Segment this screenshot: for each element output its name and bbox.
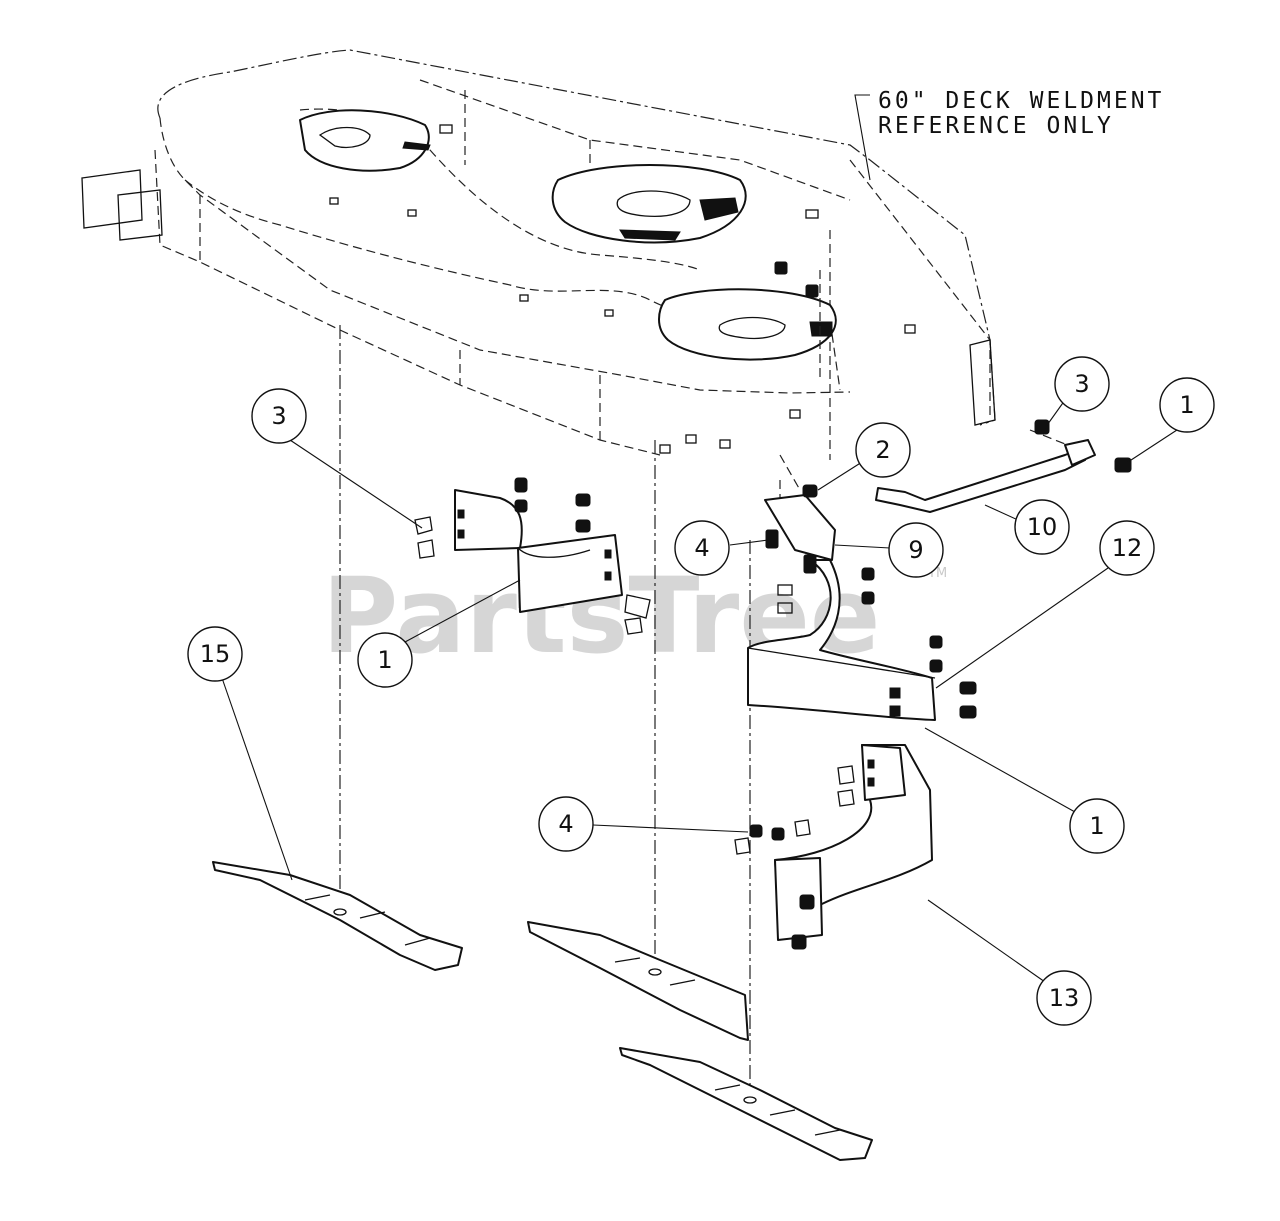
callout-3-top-right: 3 (1044, 356, 1110, 429)
left-chute-bracket (414, 477, 651, 635)
right-chute-band (747, 484, 977, 721)
spindle-plate-center (551, 164, 747, 244)
callout-15: 15 (187, 626, 293, 881)
callout-label: 4 (558, 810, 573, 838)
callout-label: 9 (908, 536, 923, 564)
reference-note-line2: REFERENCE ONLY (878, 113, 1114, 139)
deflector-rod (875, 419, 1132, 513)
reference-note: 60" DECK WELDMENT REFERENCE ONLY (854, 88, 1164, 181)
callout-label: 10 (1027, 513, 1058, 541)
lower-discharge-band (734, 744, 933, 950)
callout-label: 3 (271, 402, 286, 430)
callout-1-right-lower: 1 (924, 727, 1125, 854)
callout-label: 1 (1179, 391, 1194, 419)
callout-2: 2 (817, 422, 911, 491)
callout-4-lower: 4 (538, 796, 749, 852)
callout-label: 13 (1049, 984, 1080, 1012)
callout-label: 4 (694, 534, 709, 562)
callout-label: 1 (377, 646, 392, 674)
spindle-plate-right (658, 288, 837, 361)
callout-11: 1 (357, 579, 521, 688)
callout-label: 3 (1074, 370, 1089, 398)
callout-13: 13 (927, 899, 1092, 1026)
reference-note-line1: 60" DECK WELDMENT (878, 88, 1164, 114)
callout-1-top-right: 1 (1127, 377, 1215, 463)
callout-12: 12 (935, 520, 1155, 689)
callout-4-mid: 4 (674, 520, 769, 576)
callout-10: 10 (984, 499, 1070, 555)
callout-label: 12 (1112, 534, 1143, 562)
callout-3-left: 3 (251, 388, 423, 529)
deck-weldment (81, 49, 996, 460)
spindle-plate-left (299, 109, 431, 172)
callout-label: 2 (875, 436, 890, 464)
callout-9: 9 (834, 522, 944, 578)
blade-center (527, 921, 749, 1041)
callout-label: 15 (200, 640, 231, 668)
blade-left (212, 861, 463, 971)
callout-label: 1 (1089, 812, 1104, 840)
blade-right (619, 1047, 873, 1161)
